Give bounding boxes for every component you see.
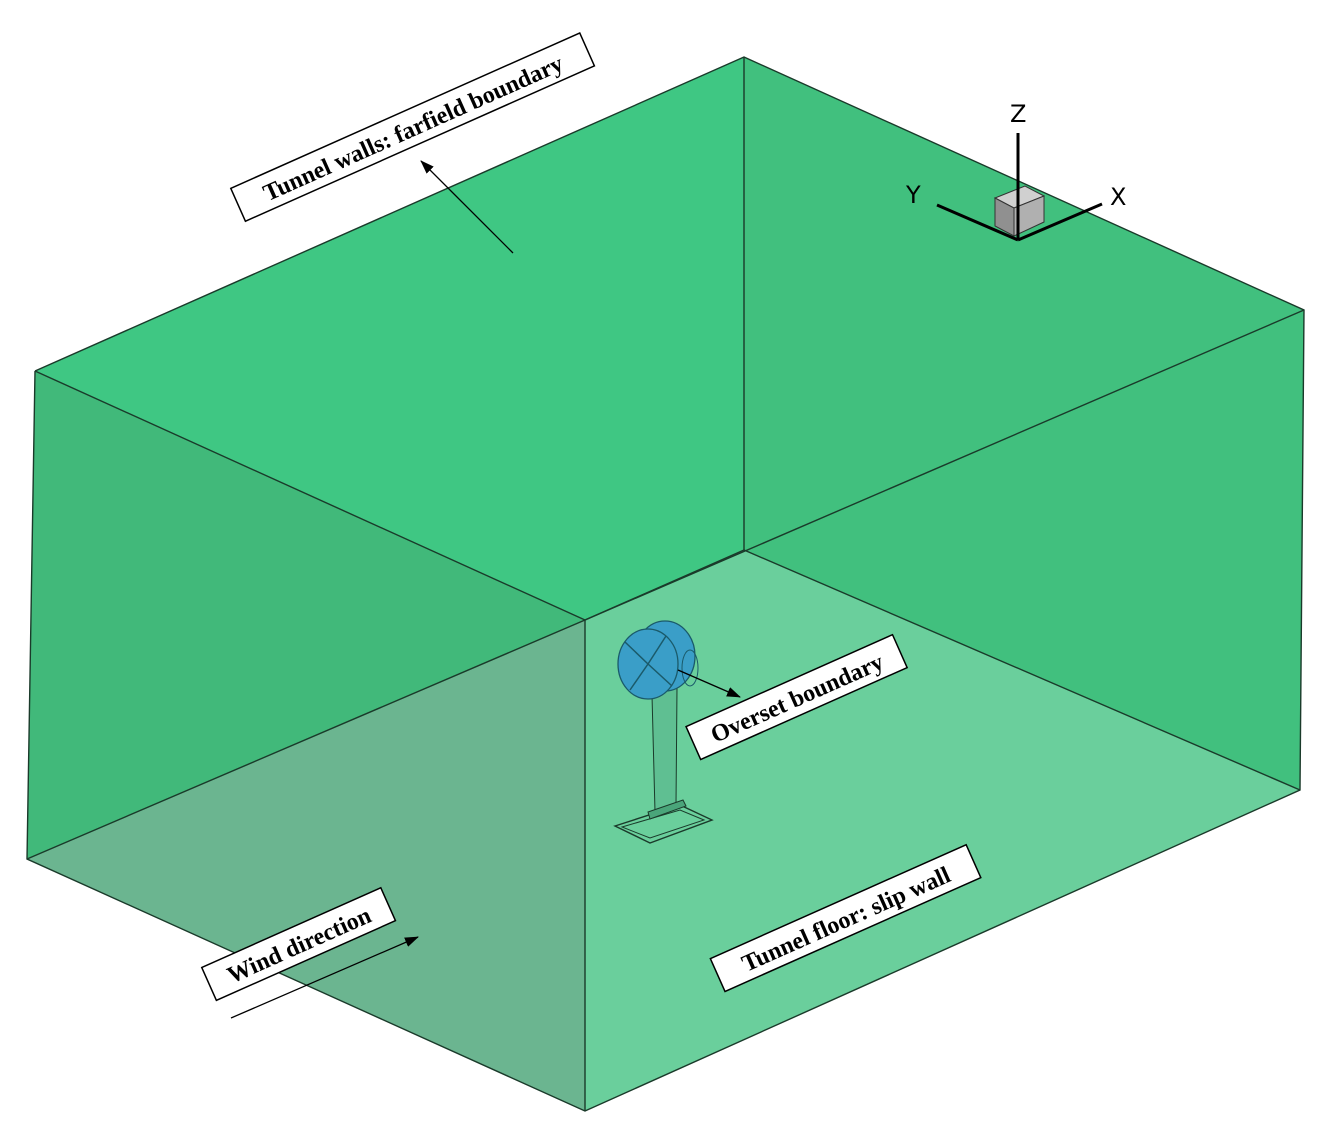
x-axis-line [1017,202,1103,242]
turbine-tower [651,687,678,813]
x-axis-label: X [1110,183,1126,211]
triad-cube-right [1013,195,1045,237]
y-axis-label: Y [905,181,921,209]
tunnel-back-right-wall [744,57,1304,790]
tunnel-walls-arrow [420,160,514,254]
axes-triad: Z Y X [905,100,1126,242]
tunnel-back-left-wall [35,57,744,620]
tunnel-front-left-face [27,620,585,1111]
z-axis-label: Z [1010,100,1026,128]
y-axis-line [936,203,1019,242]
overset-arrow [677,669,741,698]
tunnel-edges [26,56,1305,1112]
wind-direction-arrow [230,936,419,1019]
tunnel-left-wall-lower [27,371,585,859]
wind-turbine-model [613,620,714,844]
